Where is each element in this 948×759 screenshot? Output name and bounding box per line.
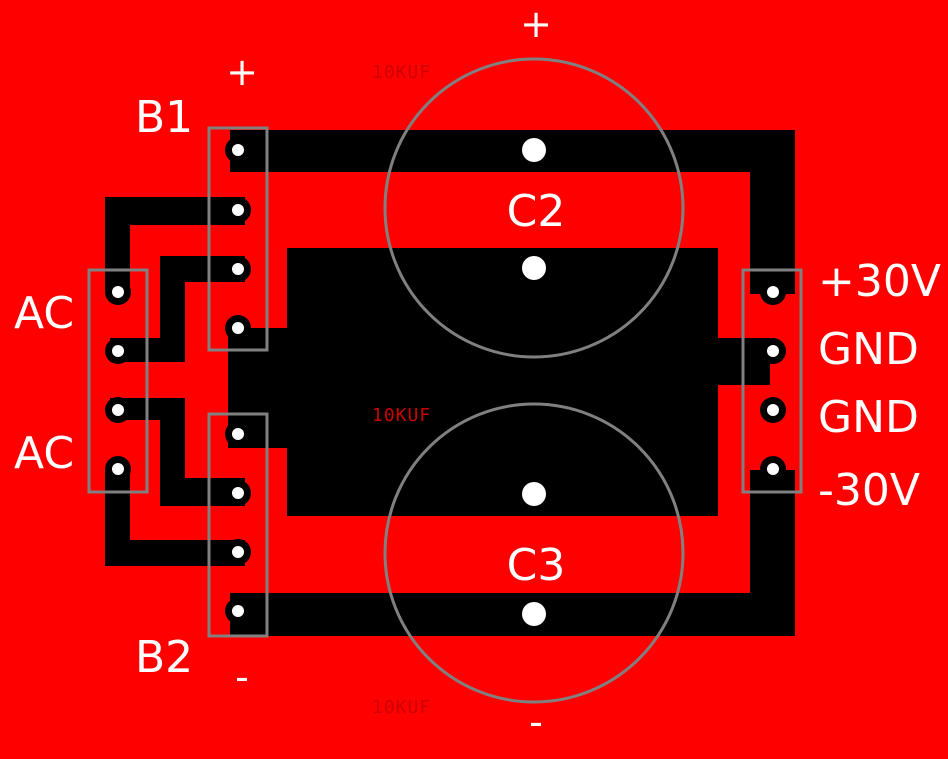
b1-pin2-pad: [232, 204, 244, 216]
ground-pour: [228, 248, 770, 516]
c2-value: 10KUF: [372, 62, 431, 83]
ac-pin4-pad: [112, 463, 124, 475]
out-pin4-pad: [767, 463, 779, 475]
c3-value: 10KUF: [372, 697, 431, 718]
out-pin1-pad: [767, 286, 779, 298]
copper-layer: [105, 130, 795, 636]
ac-pin1-pad: [112, 286, 124, 298]
c2-minus-pad: [522, 256, 546, 280]
output-gnd1-label: GND: [818, 324, 919, 375]
out-pin3-pad: [767, 404, 779, 416]
c3-minus-label: -: [529, 700, 543, 744]
output-gnd2-label: GND: [818, 392, 919, 443]
c2-plus-pad: [522, 138, 546, 162]
b1-label: B1: [135, 92, 193, 143]
b1-outline: [207, 126, 269, 352]
b2-pin4-pad: [232, 605, 244, 617]
b1-plus-label: +: [226, 50, 258, 94]
c2-label: C2: [507, 186, 566, 237]
b1-pin3-pad: [232, 263, 244, 275]
c3-minus-pad: [522, 602, 546, 626]
ac-label-bottom: AC: [14, 428, 74, 479]
b2-minus-label: -: [235, 655, 249, 699]
c2-outline: [383, 57, 685, 359]
ac-pin3-pad: [112, 404, 124, 416]
ac-label-top: AC: [14, 288, 74, 339]
out-pin2-pad: [767, 345, 779, 357]
output-connector-outline: [741, 268, 803, 494]
ac2-trace-upper: [110, 256, 245, 362]
output-pos-label: +30V: [818, 256, 941, 307]
ac1-trace-lower: [110, 398, 245, 506]
b2-outline: [207, 412, 269, 638]
c3-label: C3: [507, 540, 566, 591]
c3-plus-pad: [522, 482, 546, 506]
ac-connector-outline: [87, 268, 149, 494]
positive-trace: [230, 130, 795, 294]
drill-holes: [112, 138, 779, 626]
negative-trace: [230, 470, 795, 636]
b1-pin1-pad: [232, 144, 244, 156]
b2-label: B2: [135, 632, 193, 683]
output-neg-label: -30V: [818, 465, 920, 516]
b2-pin1-pad: [232, 428, 244, 440]
ac-pin2-pad: [112, 345, 124, 357]
middle-value: 10KUF: [372, 405, 431, 426]
b2-pin2-pad: [232, 487, 244, 499]
c3-outline: [383, 402, 685, 704]
c2-plus-label: +: [520, 2, 552, 46]
b1-pin4-pad: [232, 322, 244, 334]
silkscreen-layer: [87, 57, 803, 704]
b2-pin3-pad: [232, 546, 244, 558]
